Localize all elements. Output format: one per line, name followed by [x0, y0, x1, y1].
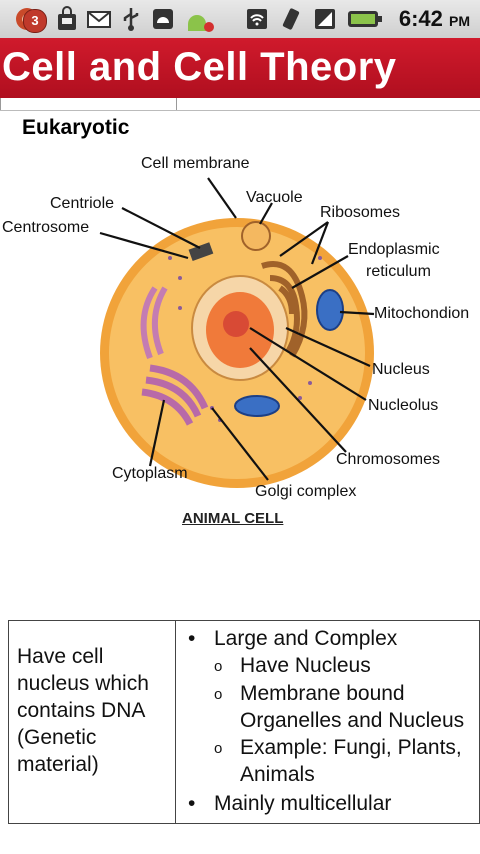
email-icon	[87, 11, 111, 28]
leader-lines	[99, 177, 375, 481]
shopping-bag-icon	[58, 6, 76, 30]
label-golgi: Golgi complex	[255, 483, 356, 500]
android-debug-icon	[153, 9, 173, 29]
signal-icon	[315, 9, 335, 29]
bullet-circle-icon: o	[214, 686, 223, 703]
mitochondrion-shape-2	[234, 395, 280, 417]
label-nucleolus: Nucleolus	[368, 397, 438, 414]
vibrate-icon	[282, 8, 300, 30]
er-shape	[261, 261, 308, 358]
list-item: • Mainly multicellular	[184, 790, 471, 817]
content-view[interactable]: Eukaryotic	[0, 98, 480, 854]
centriole-shape	[188, 242, 214, 262]
label-centrosome: Centrosome	[2, 219, 89, 236]
label-chromosomes: Chromosomes	[336, 451, 440, 468]
wifi-icon	[247, 9, 267, 29]
table-top-edge	[0, 98, 480, 111]
label-cytoplasm: Cytoplasm	[112, 465, 188, 482]
label-centriole: Centriole	[50, 195, 114, 212]
label-mitochondrion: Mitochondion	[374, 305, 469, 322]
sub-bullet-text: Example: Fungi, Plants, Animals	[240, 736, 462, 786]
diagram-caption: ANIMAL CELL	[182, 510, 284, 527]
bullet-dot-icon: •	[188, 627, 196, 650]
status-bar: 3 6:42 PM	[0, 0, 480, 39]
nucleolus-shape	[223, 311, 249, 337]
bullet-text: Mainly multicellular	[214, 792, 392, 815]
label-cell-membrane: Cell membrane	[141, 155, 250, 172]
golgi-shape	[141, 364, 209, 426]
vacuole-shape	[241, 221, 271, 251]
bullet-text: Large and Complex	[214, 627, 398, 650]
sub-bullet-text: Have Nucleus	[240, 654, 371, 677]
notification-count-badge: 3	[23, 9, 47, 33]
bullet-dot-icon: •	[188, 792, 196, 815]
mitochondrion-shape	[316, 289, 344, 331]
sub-list-item: o Membrane bound Organelles and Nucleus	[214, 680, 471, 734]
label-ribosomes: Ribosomes	[320, 204, 400, 221]
title-bar: Cell and Cell Theory	[0, 38, 480, 98]
label-vacuole: Vacuole	[246, 189, 303, 206]
table-cell-description: Have cell nucleus which contains DNA (Ge…	[8, 620, 176, 824]
animal-cell-diagram: Cell membrane Centriole Centrosome Vacuo…	[2, 155, 469, 500]
table-row: Have cell nucleus which contains DNA (Ge…	[8, 620, 480, 824]
clock-ampm: PM	[449, 13, 470, 29]
golgi-shape-2	[140, 286, 168, 360]
section-heading: Eukaryotic	[22, 116, 130, 139]
status-clock: 6:42 PM	[399, 6, 470, 32]
label-er-line2: reticulum	[366, 263, 431, 280]
list-item: • Large and Complex	[184, 625, 471, 652]
bullet-circle-icon: o	[214, 740, 223, 757]
sub-list-item: o Have Nucleus	[214, 652, 471, 680]
battery-icon	[348, 11, 382, 27]
bullet-circle-icon: o	[214, 658, 223, 675]
page-title: Cell and Cell Theory	[2, 45, 397, 89]
label-nucleus: Nucleus	[372, 361, 430, 378]
scroll-fade	[0, 836, 480, 854]
sub-list-item: o Example: Fungi, Plants, Animals	[214, 734, 471, 788]
usb-icon	[123, 8, 139, 31]
label-er-line1: Endoplasmic	[348, 241, 440, 258]
clock-time: 6:42	[398, 6, 443, 31]
comparison-table: Have cell nucleus which contains DNA (Ge…	[8, 620, 480, 824]
android-market-icon	[188, 15, 214, 32]
sub-bullet-text: Membrane bound Organelles and Nucleus	[240, 682, 465, 732]
